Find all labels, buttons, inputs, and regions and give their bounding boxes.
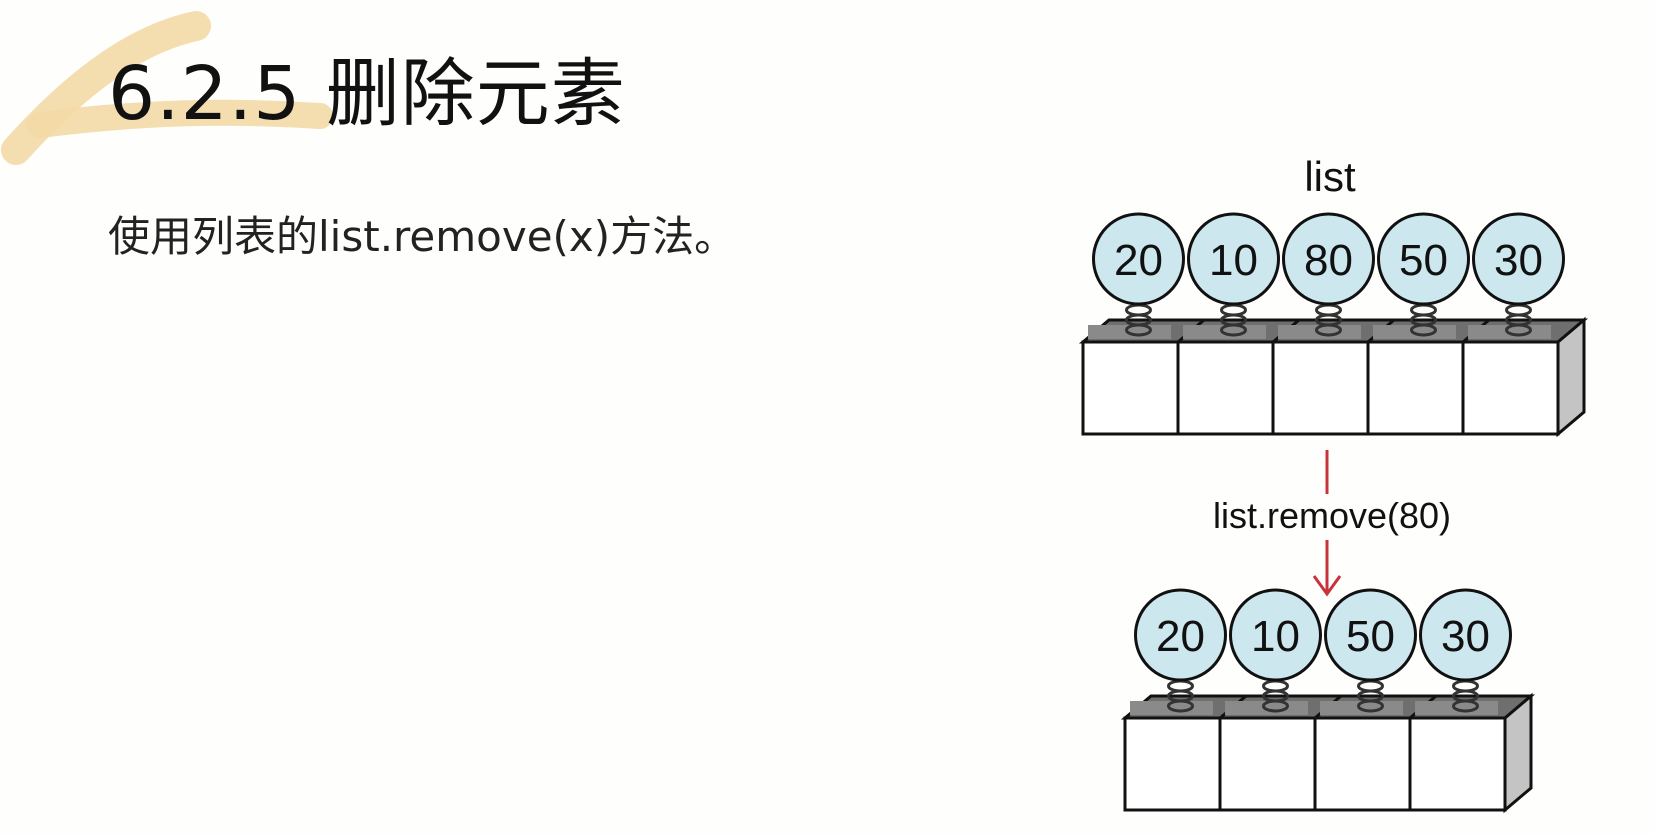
list-element: 50: [1324, 588, 1417, 682]
element-value: 80: [1304, 236, 1353, 285]
operation-label: list.remove(80): [1213, 495, 1451, 536]
element-value: 50: [1399, 236, 1448, 285]
element-ball: [1134, 588, 1227, 682]
list-element: 10: [1229, 588, 1322, 682]
list-cell: [1408, 716, 1507, 812]
element-ball: [1472, 212, 1565, 306]
element-ball: [1092, 212, 1185, 306]
element-ball: [1419, 588, 1512, 682]
body-text: 使用列表的list.remove(x)方法。: [108, 212, 737, 261]
element-ball: [1187, 212, 1280, 306]
list-before: 20 10 80 50 30: [1078, 212, 1589, 438]
element-value: 50: [1346, 612, 1395, 661]
list-cell: [1366, 340, 1465, 436]
list-label: list: [1304, 153, 1356, 200]
element-value: 20: [1114, 236, 1163, 285]
box-side-face: [1556, 316, 1586, 438]
element-value: 10: [1251, 612, 1300, 661]
spring: [1167, 679, 1194, 713]
list-element: 50: [1377, 212, 1470, 306]
list-element: 20: [1092, 212, 1185, 306]
element-ball: [1282, 212, 1375, 306]
spring: [1125, 303, 1152, 337]
list-cell: [1313, 716, 1412, 812]
element-ball: [1324, 588, 1417, 682]
element-value: 30: [1441, 612, 1490, 661]
list-cell: [1461, 340, 1560, 436]
list-element: 80: [1282, 212, 1375, 306]
element-ball: [1377, 212, 1470, 306]
element-value: 30: [1494, 236, 1543, 285]
list-cell: [1123, 716, 1222, 812]
list-element: 10: [1187, 212, 1280, 306]
element-ball: [1229, 588, 1322, 682]
slide-title: 6.2.5 删除元素: [108, 51, 626, 137]
list-cell: [1081, 340, 1180, 436]
list-cell: [1176, 340, 1275, 436]
list-element: 30: [1419, 588, 1512, 682]
element-value: 20: [1156, 612, 1205, 661]
list-element: 30: [1472, 212, 1565, 306]
element-value: 10: [1209, 236, 1258, 285]
list-cell: [1218, 716, 1317, 812]
arrow-head: [1312, 575, 1342, 597]
list-after: 20 10 50 30: [1120, 588, 1536, 814]
list-cell: [1271, 340, 1370, 436]
box-side-face: [1503, 692, 1533, 814]
list-element: 20: [1134, 588, 1227, 682]
